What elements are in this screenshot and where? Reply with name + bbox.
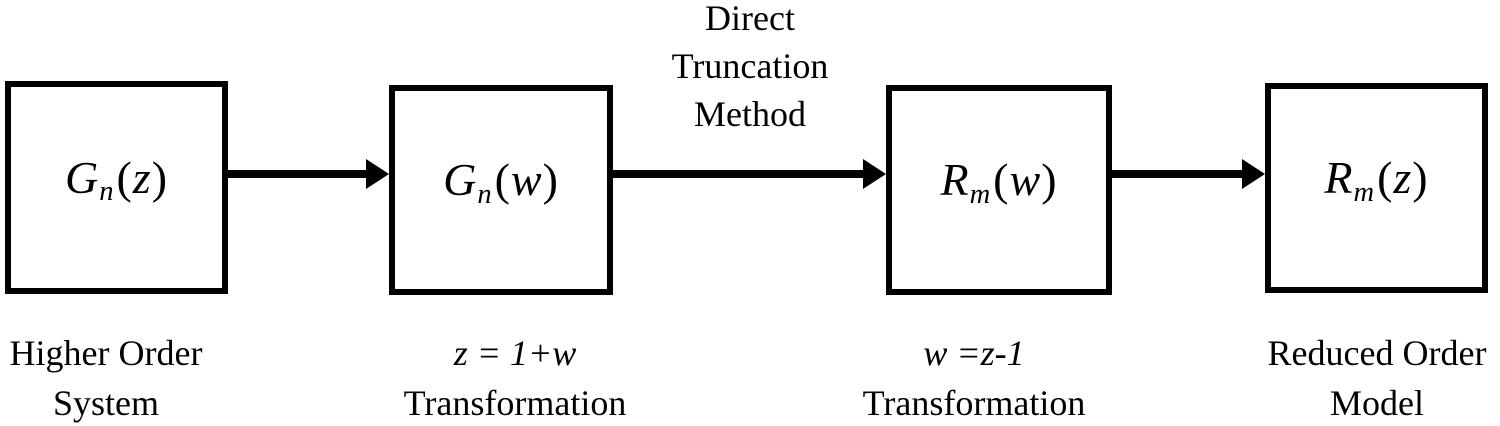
- caption-line: System: [52, 383, 159, 423]
- block-transformed-system: Gn(w): [389, 85, 613, 295]
- math-base: G: [64, 151, 100, 203]
- math-variable: w: [1009, 154, 1042, 205]
- math-subscript: m: [969, 178, 992, 210]
- caption-line: Higher Order: [9, 333, 203, 373]
- math-label-gn-w: Gn(w): [443, 153, 559, 211]
- caption-w-transformation: w =z-1 Transformation: [854, 328, 1094, 426]
- caption-z-transformation: z = 1+w Transformation: [395, 328, 635, 426]
- math-lparen: (: [494, 154, 511, 205]
- math-rparen: ): [1412, 152, 1429, 203]
- arrow-3-head-icon: [1242, 159, 1265, 189]
- math-label-gn-z: Gn(z): [65, 151, 168, 209]
- math-variable: w: [510, 154, 543, 205]
- block-higher-order-system: Gn(z): [5, 81, 228, 294]
- arrow-1-head-icon: [366, 159, 389, 189]
- math-base: G: [443, 154, 478, 205]
- math-label-rm-z: Rm(z): [1324, 151, 1428, 209]
- math-label-rm-w: Rm(w): [940, 153, 1057, 211]
- block-reduced-order-model: Rm(z): [1265, 83, 1488, 293]
- math-lparen: (: [1377, 152, 1394, 203]
- math-lparen: (: [993, 154, 1010, 205]
- process-label-line: Truncation: [671, 46, 829, 86]
- arrow-1-shaft: [228, 170, 368, 178]
- math-subscript: n: [99, 176, 115, 208]
- arrow-2-shaft: [613, 170, 865, 178]
- caption-higher-order-system: Higher Order System: [0, 328, 226, 426]
- math-base: R: [940, 154, 970, 205]
- caption-line: Transformation: [403, 383, 627, 423]
- math-subscript: n: [477, 178, 493, 210]
- process-label-line: Direct: [705, 0, 795, 38]
- block-reduced-transformed: Rm(w): [886, 85, 1112, 295]
- caption-reduced-order-model: Reduced Order Model: [1257, 328, 1497, 426]
- arrow-2-head-icon: [863, 159, 886, 189]
- caption-equation: w =z-1: [923, 333, 1025, 373]
- caption-equation: z = 1+w: [453, 333, 577, 373]
- math-lparen: (: [116, 151, 133, 203]
- math-variable: z: [1393, 152, 1413, 203]
- process-label-line: Method: [694, 94, 806, 134]
- math-rparen: ): [151, 151, 169, 203]
- process-label-direct-truncation-method: Direct Truncation Method: [630, 0, 870, 138]
- math-rparen: ): [542, 154, 559, 205]
- math-rparen: ): [1041, 154, 1058, 205]
- arrow-3-shaft: [1112, 170, 1244, 178]
- caption-line: Model: [1330, 383, 1424, 423]
- math-variable: z: [132, 151, 152, 203]
- math-base: R: [1324, 152, 1354, 203]
- caption-line: Transformation: [862, 383, 1086, 423]
- math-subscript: m: [1353, 176, 1376, 208]
- caption-line: Reduced Order: [1267, 333, 1487, 373]
